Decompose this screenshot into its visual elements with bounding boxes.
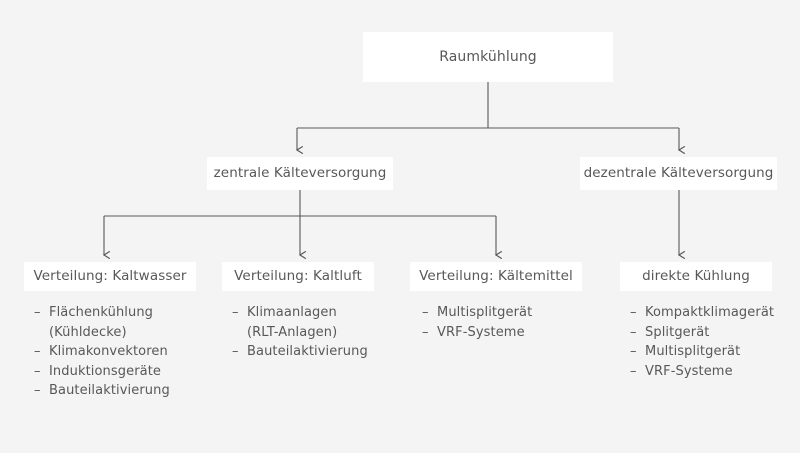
bullet-dash-icon: – [34, 344, 41, 359]
bullet-dash-icon: – [630, 324, 637, 340]
bullet-item-label: Kompaktklimagerät [645, 305, 775, 320]
bullet-item-label: Klimaanlagen (RLT-Anlagen) [247, 305, 338, 340]
bullet-item: –Multisplitgerät [630, 342, 800, 362]
bullet-item-label: Multisplitgerät [645, 344, 741, 359]
node-raumkuehlung[interactable]: Raumkühlung [363, 32, 613, 82]
bullet-item-label: Bauteilaktivierung [247, 344, 368, 359]
bullet-item: –Kompaktklimagerät [630, 303, 800, 323]
bullet-item: –VRF-Systeme [630, 362, 800, 382]
bullet-item: –Klimaanlagen (RLT-Anlagen) [232, 303, 422, 342]
bullet-item: –Flächenkühlung (Kühldecke) [34, 303, 234, 342]
node-verteilung-kaeltemittel[interactable]: Verteilung: Kältemittel [410, 262, 582, 291]
bullet-item: –Induktionsgeräte [34, 362, 234, 382]
node-dezentrale-kaelteversorgung[interactable]: dezentrale Kälteversorgung [580, 157, 777, 190]
bullet-dash-icon: – [630, 305, 637, 320]
bullet-dash-icon: – [630, 363, 637, 379]
node-zentrale-kaelteversorgung[interactable]: zentrale Kälteversorgung [207, 157, 393, 190]
node-direkte-kuehlung[interactable]: direkte Kühlung [620, 262, 772, 291]
bullet-list-kaltluft: –Klimaanlagen (RLT-Anlagen)–Bauteilaktiv… [232, 303, 422, 362]
bullet-item-label: Splitgerät [645, 324, 710, 340]
bullet-list-direkte-kuehlung: –Kompaktklimagerät–Splitgerät–Multisplit… [630, 303, 800, 381]
bullet-item: –Bauteilaktivierung [232, 342, 422, 362]
bullet-item: –Multisplitgerät [422, 303, 612, 323]
bullet-item-label: Multisplitgerät [437, 305, 533, 320]
bullet-item-label: Flächenkühlung (Kühldecke) [49, 305, 154, 340]
bullet-dash-icon: – [232, 305, 239, 320]
bullet-dash-icon: – [630, 344, 637, 359]
bullet-item-label: Klimakonvektoren [49, 344, 168, 359]
bullet-item: –Splitgerät [630, 323, 800, 343]
bullet-item-label: Bauteilaktivierung [49, 383, 170, 398]
bullet-item-label: Induktionsgeräte [49, 363, 162, 379]
bullet-list-kaltwasser: –Flächenkühlung (Kühldecke)–Klimakonvekt… [34, 303, 234, 401]
bullet-item: –Bauteilaktivierung [34, 381, 234, 401]
bullet-item-label: VRF-Systeme [645, 363, 733, 379]
bullet-dash-icon: – [34, 383, 41, 398]
bullet-dash-icon: – [422, 305, 429, 320]
bullet-dash-icon: – [422, 324, 429, 340]
bullet-item-label: VRF-Systeme [437, 324, 525, 340]
bullet-item: –VRF-Systeme [422, 323, 612, 343]
bullet-dash-icon: – [34, 305, 41, 320]
node-verteilung-kaltwasser[interactable]: Verteilung: Kaltwasser [24, 262, 196, 291]
node-verteilung-kaltluft[interactable]: Verteilung: Kaltluft [222, 262, 374, 291]
bullet-item: –Klimakonvektoren [34, 342, 234, 362]
bullet-list-kaeltemittel: –Multisplitgerät–VRF-Systeme [422, 303, 612, 342]
bullet-dash-icon: – [34, 363, 41, 379]
bullet-dash-icon: – [232, 344, 239, 359]
